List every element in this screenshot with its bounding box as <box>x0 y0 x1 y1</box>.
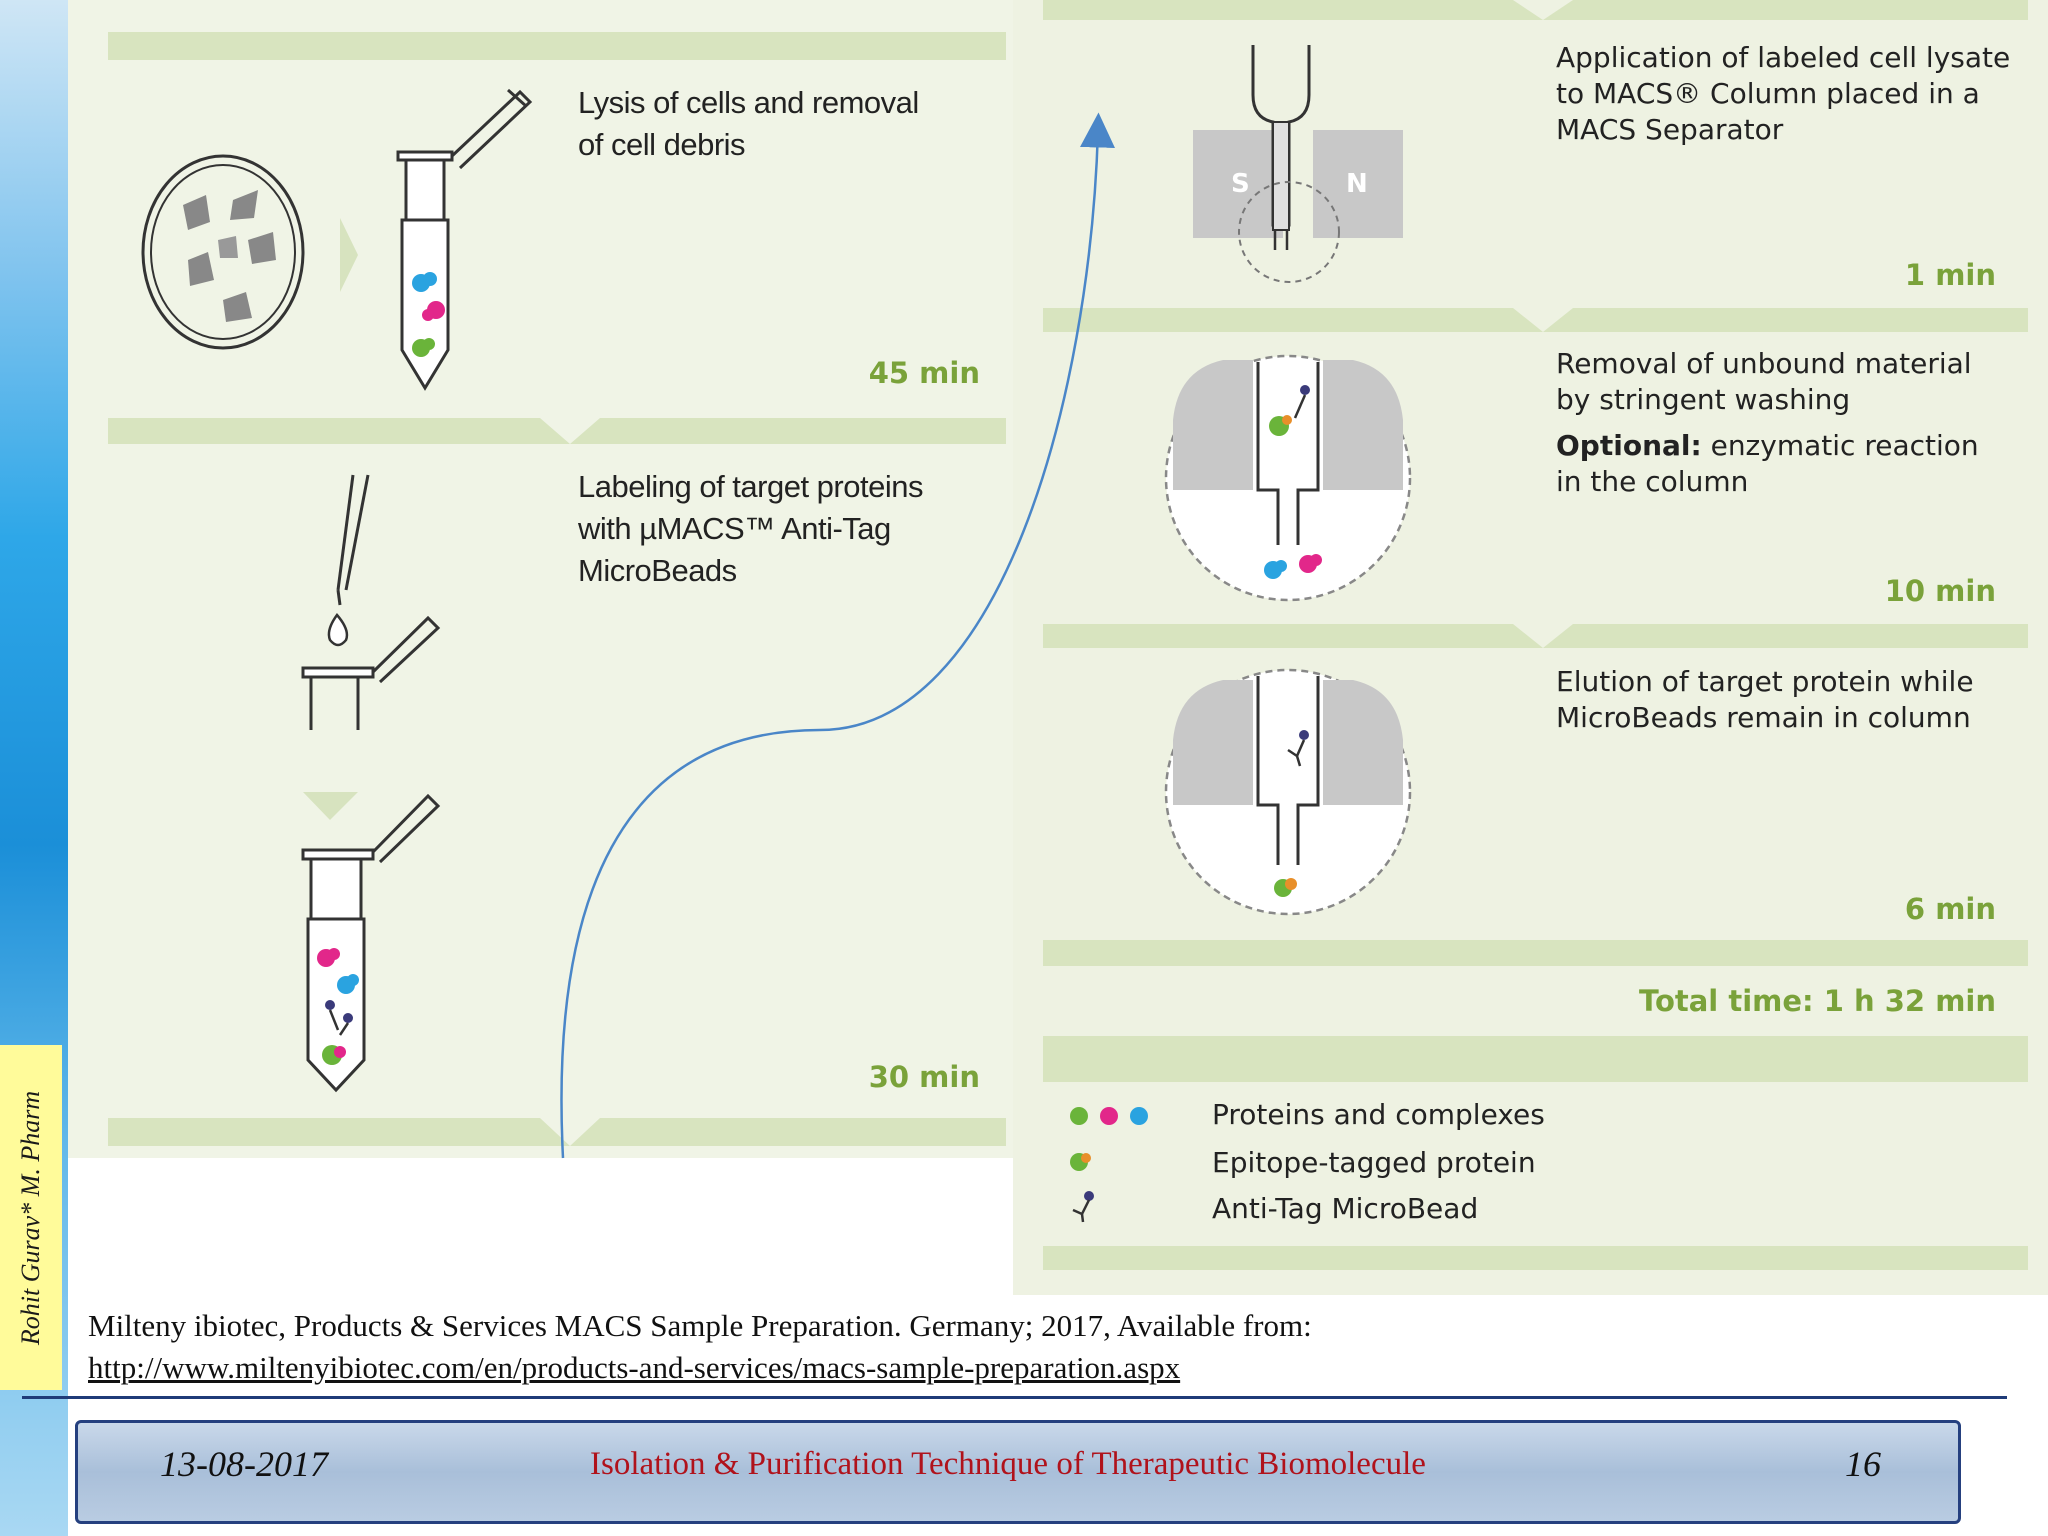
step-labeling-text: Labeling of target proteins with µMACS™ … <box>578 466 923 592</box>
step-time-30: 30 min <box>868 1060 980 1094</box>
page-number: 16 <box>1845 1444 1881 1484</box>
tube-icon <box>396 88 533 391</box>
pipette-icon <box>327 474 370 647</box>
band-right-6 <box>1043 1246 2028 1270</box>
step-arrow-icon <box>340 218 358 292</box>
tube-icon <box>301 615 441 730</box>
column-elution-icon <box>1164 668 1412 916</box>
step-elution-text: Elution of target protein while MicroBea… <box>1556 664 1974 736</box>
left-diagram-panel <box>68 0 1013 1158</box>
step-text-line: MACS Separator <box>1556 113 1784 146</box>
citation: Milteny ibiotec, Products & Services MAC… <box>88 1305 1312 1389</box>
optional-label: Optional: <box>1556 429 1702 462</box>
magnet-n-label: N <box>1346 169 1368 199</box>
white-gap <box>68 1158 1013 1295</box>
author-tag: Rohit Gurav* M. Pharm <box>0 1045 62 1390</box>
footer-scroll-banner <box>75 1420 1961 1524</box>
band-right-4 <box>1043 940 2028 966</box>
step-time-10: 10 min <box>1884 574 1996 608</box>
step-text-line: Application of labeled cell lysate <box>1556 41 2011 74</box>
optional-text: enzymatic reaction <box>1701 429 1979 462</box>
band-top-left <box>108 32 1006 60</box>
step-text-line: with µMACS™ Anti-Tag <box>578 511 891 546</box>
macs-column-icon: S N <box>1193 45 1403 283</box>
optional-text: in the column <box>1556 465 1749 498</box>
legend-item-microbead: Anti-Tag MicroBead <box>1212 1192 1479 1225</box>
legend-protein-icons <box>1070 1107 1148 1125</box>
step-text-line: Labeling of target proteins <box>578 469 923 504</box>
step-text-line: Lysis of cells and removal <box>578 85 919 120</box>
step-text-line: Elution of target protein while <box>1556 665 1974 698</box>
step-text-line: by stringent washing <box>1556 383 1851 416</box>
band-right-5 <box>1043 1036 2028 1082</box>
total-time: Total time: 1 h 32 min <box>1639 984 1996 1018</box>
step-arrow-icon <box>303 792 358 820</box>
citation-text: Milteny ibiotec, Products & Services MAC… <box>88 1308 1312 1343</box>
step-text-line: MicroBeads remain in column <box>1556 701 1971 734</box>
step-text-line: MicroBeads <box>578 553 737 588</box>
citation-link[interactable]: http://www.miltenyibiotec.com/en/product… <box>88 1350 1181 1385</box>
legend-item-proteins: Proteins and complexes <box>1212 1098 1545 1131</box>
footer-title: Isolation & Purification Technique of Th… <box>590 1446 1426 1482</box>
divider-line <box>22 1396 2007 1399</box>
step-text-line: to MACS® Column placed in a <box>1556 77 1980 110</box>
magnet-s-label: S <box>1231 169 1250 199</box>
optional-line: Optional: enzymatic reaction <box>1556 428 1979 464</box>
legend-tagged-protein-icon <box>1070 1153 1091 1171</box>
step-application-text: Application of labeled cell lysate to MA… <box>1556 40 2010 148</box>
step-text-line: of cell debris <box>578 127 746 162</box>
left-step-illustrations <box>141 88 600 1146</box>
step-removal-text: Removal of unbound material by stringent… <box>1556 346 1979 500</box>
step-time-1: 1 min <box>1904 258 1996 292</box>
legend-microbead-icon <box>1072 1191 1094 1223</box>
column-wash-icon <box>1164 354 1412 602</box>
tube-icon <box>301 793 441 1093</box>
petri-dish-icon <box>141 154 305 350</box>
step-time-45: 45 min <box>868 356 980 390</box>
step-text-line: Removal of unbound material <box>1556 347 1972 380</box>
step-time-6: 6 min <box>1904 892 1996 926</box>
step-lysis-text: Lysis of cells and removal of cell debri… <box>578 82 919 166</box>
right-step-illustrations: S N <box>1070 0 1573 1223</box>
footer-date: 13-08-2017 <box>160 1444 328 1484</box>
legend-item-tagged: Epitope-tagged protein <box>1212 1146 1536 1179</box>
